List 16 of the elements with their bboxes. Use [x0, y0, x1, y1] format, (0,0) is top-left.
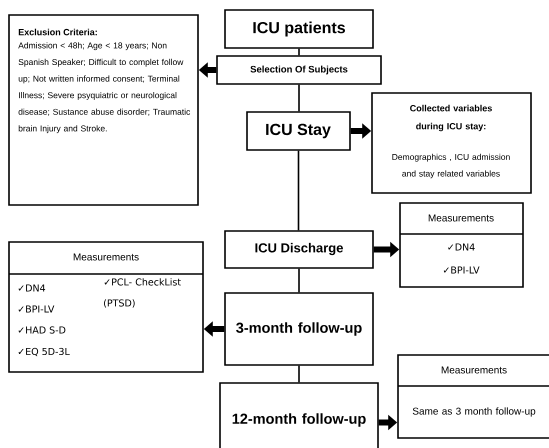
measurements-box: Measurements ✓DN4 ✓BPI-LV ✓HAD S-D ✓EQ 5D-3L ✓PCL- CheckList (PTSD)	[8, 241, 204, 373]
connector-line	[298, 48, 300, 56]
criteria-box: Exclusion Criteria: Admission < 48h; Age < 18 years; Non Spanish Speaker; Difficult to complet follow up; Not written informed consent; Terminal Illness; Severe psyquiatric or neurological disease; Sustance abuse disorder; Traumatic brain Injury and Stroke.	[8, 14, 199, 206]
process-box: 12-month follow-up	[219, 382, 379, 448]
start-box: ICU patients	[224, 9, 374, 49]
process-box: Selection Of Subjects	[216, 55, 382, 85]
connector-line	[298, 366, 300, 382]
process-box: ICU Stay	[246, 111, 351, 151]
process-box: 3-month follow-up	[224, 292, 374, 366]
measurements-box: Measurements Same as 3 month follow-up	[397, 354, 549, 439]
connector-line	[298, 268, 300, 292]
process-box: ICU Discharge	[224, 230, 374, 269]
measurements-box: Measurements ✓DN4 ✓BPI-LV	[399, 202, 524, 288]
connector-line	[298, 84, 300, 112]
variables-box: Collected variables during ICU stay: Demographics , ICU admission and stay related variables	[371, 92, 532, 194]
connector-line	[298, 150, 300, 230]
